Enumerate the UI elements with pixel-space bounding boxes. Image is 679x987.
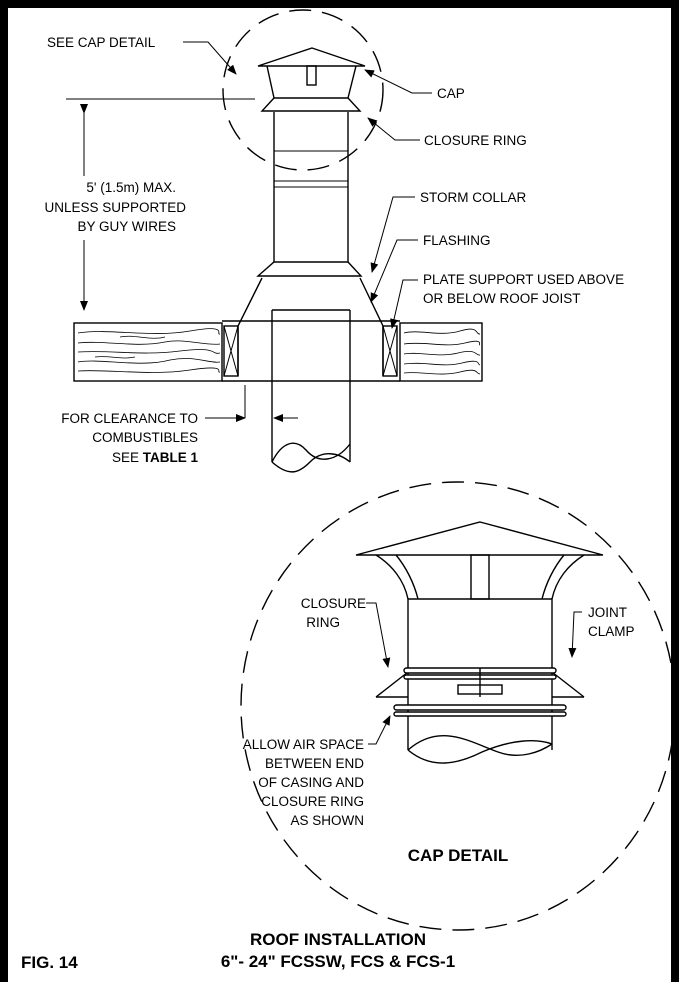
clearance-label-line1: FOR CLEARANCE TO <box>61 411 198 426</box>
air-space-label-line5: AS SHOWN <box>290 813 364 828</box>
clearance-dimension <box>205 385 298 422</box>
clearance-label-line2: COMBUSTIBLES <box>92 430 198 445</box>
see-cap-detail-label: SEE CAP DETAIL <box>47 35 156 50</box>
detail-closure-ring-label-line2: RING <box>306 615 340 630</box>
max-height-label-line2: UNLESS SUPPORTED <box>44 200 186 215</box>
cap <box>257 47 366 99</box>
figure-title-line2: 6"- 24" FCSSW, FCS & FCS-1 <box>221 952 455 971</box>
plate-support <box>222 320 400 382</box>
storm-collar <box>256 261 363 277</box>
air-space-label-line4: CLOSURE RING <box>261 794 364 809</box>
flashing-label: FLASHING <box>423 233 491 248</box>
cap-detail-title: CAP DETAIL <box>408 846 508 865</box>
detail-closure-ring <box>375 671 585 698</box>
cap-detail-callout-circle <box>222 9 384 171</box>
vent-pipe-below <box>271 309 351 473</box>
closure-ring-label: CLOSURE RING <box>424 133 527 148</box>
leader-lines <box>183 41 432 329</box>
roof-joist <box>73 322 483 382</box>
detail-joint-clamp-label-line1: JOINT <box>588 605 627 620</box>
storm-collar-label: STORM COLLAR <box>420 190 527 205</box>
air-space-label-line1: ALLOW AIR SPACE <box>243 737 364 752</box>
max-height-label-line1: 5' (1.5m) MAX. <box>86 180 176 195</box>
detail-leader-lines <box>366 602 582 745</box>
clearance-label-line3: SEE TABLE 1 <box>112 450 199 465</box>
max-height-label-line3: BY GUY WIRES <box>77 219 176 234</box>
closure-ring <box>260 97 362 112</box>
plate-support-label-line1: PLATE SUPPORT USED ABOVE <box>423 272 624 287</box>
detail-joint-clamp <box>393 667 567 717</box>
figure-number: FIG. 14 <box>21 953 78 972</box>
cap-detail-dashed-circle <box>240 481 676 931</box>
detail-cap <box>355 521 604 600</box>
flashing <box>237 277 384 376</box>
air-space-label-line2: BETWEEN END <box>265 756 364 771</box>
chimney-pipe <box>273 112 349 264</box>
detail-closure-ring-label-line1: CLOSURE <box>301 596 366 611</box>
air-space-label-line3: OF CASING AND <box>258 775 364 790</box>
cap-label: CAP <box>437 86 465 101</box>
figure-title-line1: ROOF INSTALLATION <box>250 930 426 949</box>
height-dimension <box>66 98 255 311</box>
plate-support-label-line2: OR BELOW ROOF JOIST <box>423 291 581 306</box>
detail-joint-clamp-label-line2: CLAMP <box>588 624 635 639</box>
